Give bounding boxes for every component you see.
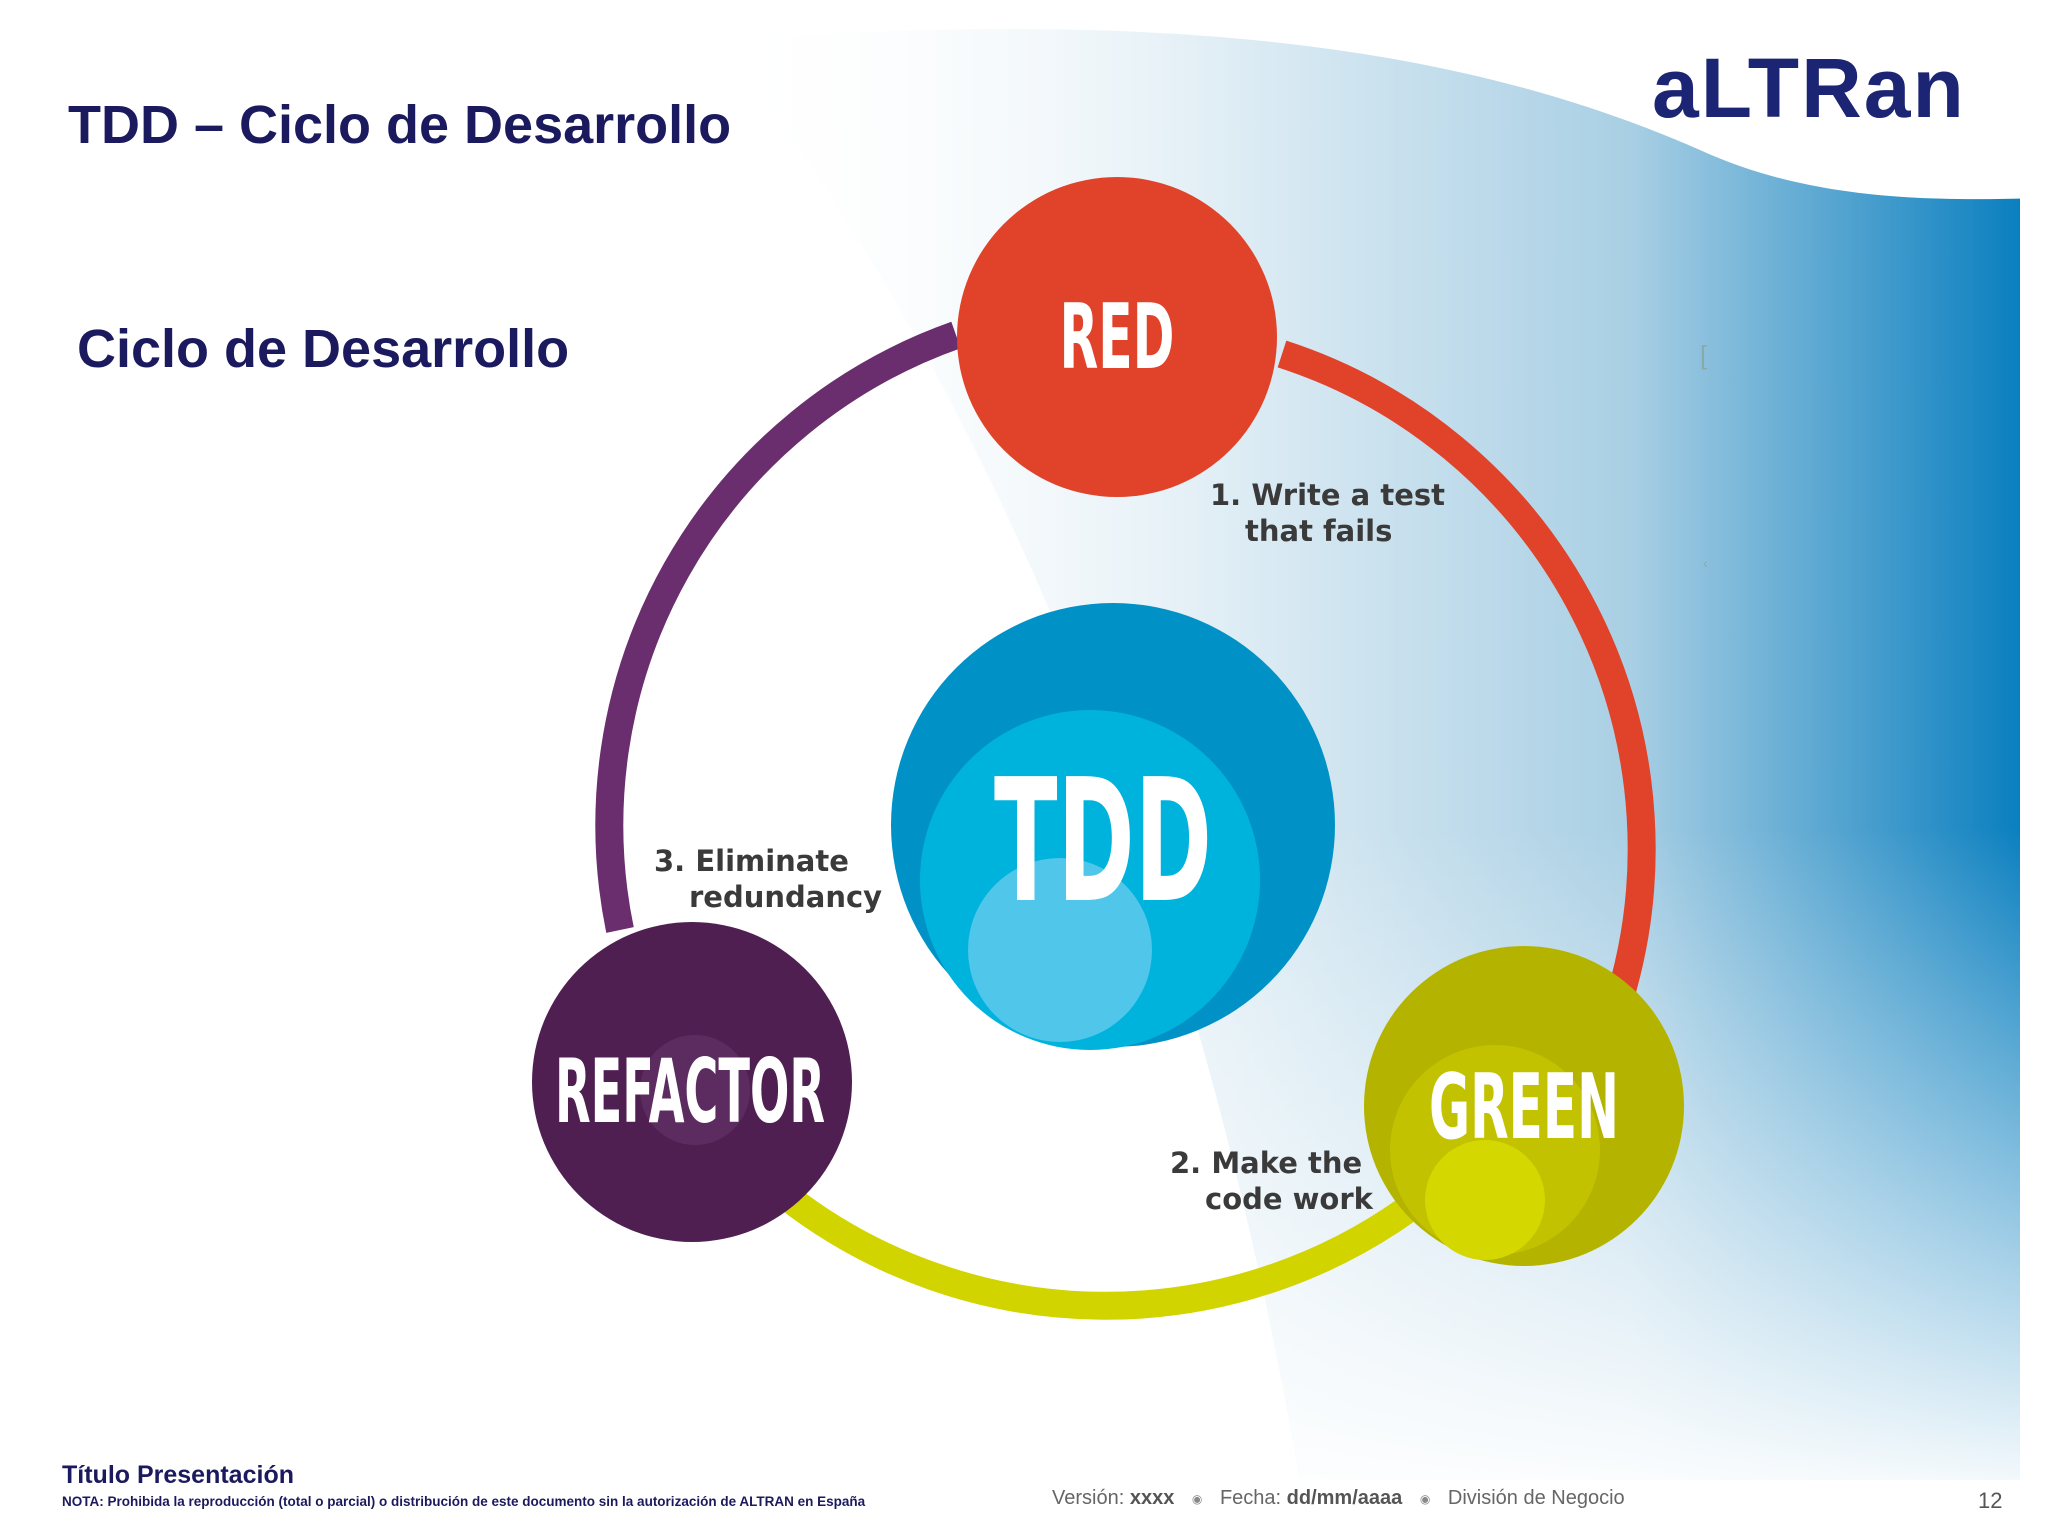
green-node [1364,946,1684,1266]
bullet-separator-icon: ◉ [1191,1491,1203,1506]
green-node-label: GREEN [1429,1055,1619,1160]
tdd-center-circle [891,603,1335,1050]
date-value: dd/mm/aaaa [1286,1487,1403,1509]
footer-title: Título Presentación [62,1461,294,1489]
step-1-line2: that fails [1245,514,1392,548]
version-value: xxxx [1129,1487,1175,1509]
slide-subtitle: Ciclo de Desarrollo [77,319,570,379]
step-2-line1: 2. Make the [1170,1146,1362,1180]
slide-title: TDD – Ciclo de Desarrollo [68,95,732,155]
altran-logo: aLTRan [1652,41,1966,135]
step-1-line1: 1. Write a test [1210,478,1445,512]
red-node [957,177,1277,497]
red-node-label: RED [1060,285,1175,390]
stray-mark: [ [1700,340,1708,370]
step-3-line1: 3. Eliminate [654,844,849,878]
step-2-line2: code work [1205,1182,1374,1216]
date-label: Fecha: [1219,1487,1282,1509]
division-label: División de Negocio [1447,1487,1625,1509]
arc-refactor-to-red [595,321,961,933]
refactor-node-label: REFACTOR [555,1040,825,1143]
arc-red-to-green [1277,340,1656,1015]
version-label: Versión: [1052,1487,1125,1509]
tdd-center-label: TDD [994,743,1212,941]
step-3-line2: redundancy [689,880,882,914]
stray-mark: ‹ [1703,555,1708,571]
footer-note: NOTA: Prohibida la reproducción (total o… [62,1494,866,1509]
bullet-separator-icon: ◉ [1419,1491,1431,1506]
footer-meta: Versión: xxxx ◉ Fecha: dd/mm/aaaa ◉ Divi… [1052,1487,1625,1510]
refactor-node [532,922,852,1242]
page-number: 12 [1978,1488,2003,1513]
arc-green-to-refactor [777,1184,1429,1320]
